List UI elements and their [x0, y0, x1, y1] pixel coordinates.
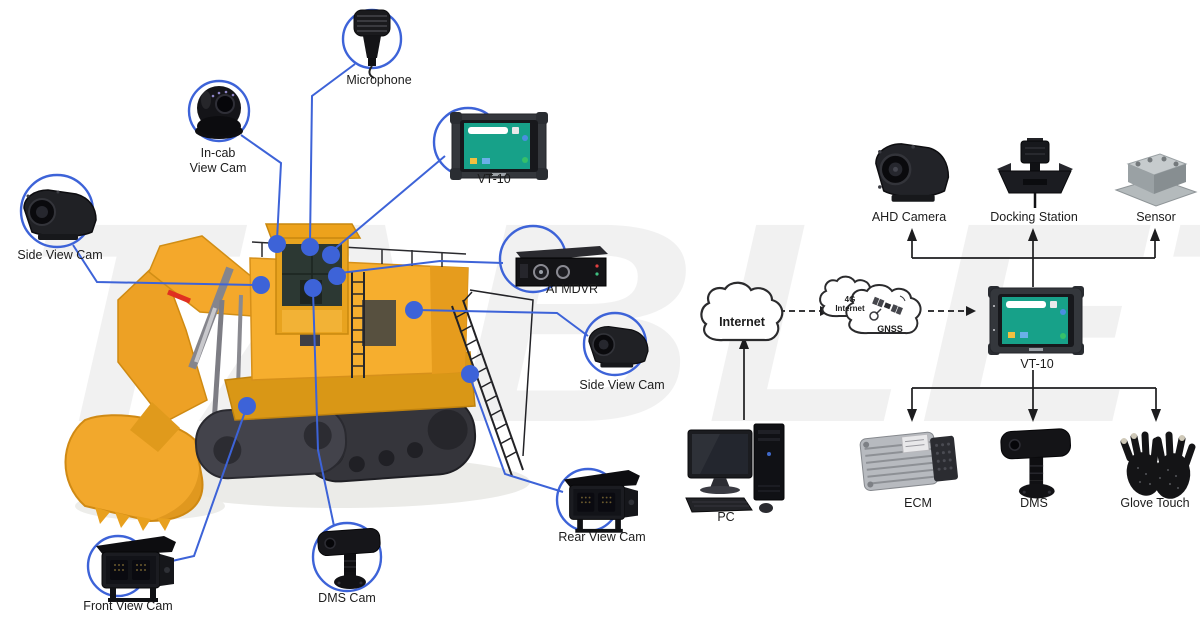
ahd-camera-label: AHD Camera: [871, 210, 947, 224]
microphone-label: Microphone: [346, 73, 412, 87]
sensor-label: Sensor: [1136, 210, 1176, 224]
flow-connectors: [743, 240, 1157, 420]
pc-label: PC: [717, 510, 735, 524]
rear-view-cam-image: [563, 470, 640, 533]
vt10-right-image: [988, 286, 1084, 355]
docking-station-label: Docking Station: [990, 210, 1078, 224]
vt10-left-label: VT-10: [477, 172, 511, 186]
dms-label: DMS: [1020, 496, 1048, 510]
satellite-icon: [869, 295, 906, 321]
front-view-cam-label: Front View Cam: [83, 599, 173, 613]
glove-touch-image: [1120, 431, 1196, 499]
dms-right-image: [1000, 428, 1072, 499]
dms-cam-image: [317, 527, 381, 589]
incab-view-cam-image: [195, 86, 243, 139]
gnss-cloud-label: GNSS: [877, 324, 903, 334]
vt10-left-image: [450, 112, 548, 180]
rear-view-cam-label: Rear View Cam: [558, 530, 646, 544]
pc-image: [685, 423, 785, 513]
flow-arrowheads: [739, 228, 1161, 422]
vt10-right-label: VT-10: [1020, 357, 1054, 371]
ai-mdvr-label: AI MDVR: [545, 282, 599, 296]
ecm-label: ECM: [904, 496, 932, 510]
internet-cloud: [700, 281, 784, 342]
callout-dots: [238, 235, 479, 415]
sensor-image: [1114, 153, 1198, 207]
ai-mdvr-image: [515, 246, 608, 287]
ahd-camera-image: [875, 143, 950, 202]
internet-cloud-label: Internet: [719, 315, 765, 329]
glove-touch-label: Glove Touch: [1120, 496, 1190, 510]
docking-station-image: [997, 138, 1073, 208]
side-view-cam-left-image: [23, 189, 97, 240]
front-view-cam-image: [96, 536, 176, 602]
side-view-cam-right-image: [588, 325, 649, 368]
side-view-cam-left-label: Side View Cam: [17, 248, 103, 262]
ecm-image: [859, 431, 958, 491]
dms-cam-label: DMS Cam: [318, 591, 376, 605]
microphone-image: [353, 9, 391, 79]
side-view-cam-right-label: Side View Cam: [579, 378, 665, 392]
